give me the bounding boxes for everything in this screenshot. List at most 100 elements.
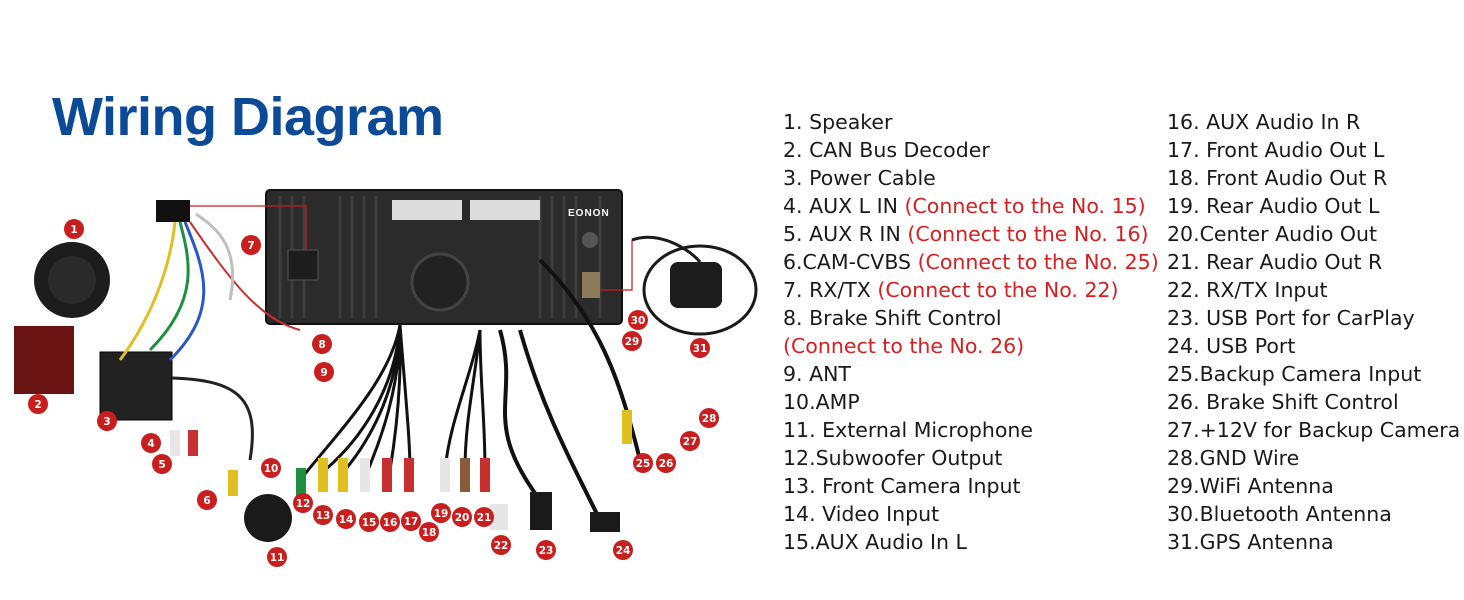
legend-item-1: 1. Speaker xyxy=(783,110,893,134)
legend-item-2: 2. CAN Bus Decoder xyxy=(783,138,990,162)
legend-item-12: 12.Subwoofer Output xyxy=(783,446,1003,470)
badge-2: 2 xyxy=(28,394,48,414)
legend-item-26: 26. Brake Shift Control xyxy=(1167,390,1399,414)
legend-item-8: 8. Brake Shift Control xyxy=(783,306,1002,330)
svg-text:22: 22 xyxy=(494,540,509,552)
legend-column-1: 1. Speaker 2. CAN Bus Decoder 3. Power C… xyxy=(783,108,1159,556)
legend-item-6: 6.CAM-CVBS (Connect to the No. 25) xyxy=(783,250,1159,274)
gps-antenna xyxy=(631,235,758,336)
svg-text:26: 26 xyxy=(659,458,674,470)
callout-badges: 1 2 3 4 5 6 7 8 9 10 11 12 13 14 15 16 1… xyxy=(28,219,719,567)
legend-item-30: 30.Bluetooth Antenna xyxy=(1167,502,1392,526)
svg-text:8: 8 xyxy=(318,339,325,351)
svg-text:4: 4 xyxy=(147,438,154,450)
svg-text:27: 27 xyxy=(683,436,698,448)
brand-logo: EONON xyxy=(568,208,610,219)
badge-17: 17 xyxy=(401,511,421,531)
badge-27: 27 xyxy=(680,431,700,451)
badge-10: 10 xyxy=(261,458,281,478)
legend-item-29: 29.WiFi Antenna xyxy=(1167,474,1334,498)
svg-text:15: 15 xyxy=(362,517,377,529)
svg-text:14: 14 xyxy=(339,514,354,526)
svg-text:2: 2 xyxy=(34,399,41,411)
svg-text:1: 1 xyxy=(70,224,77,236)
legend-item-10: 10.AMP xyxy=(783,390,860,414)
legend-item-19: 19. Rear Audio Out L xyxy=(1167,194,1380,218)
svg-text:12: 12 xyxy=(296,498,311,510)
legend-column-2: 16. AUX Audio In R 17. Front Audio Out L… xyxy=(1167,108,1460,556)
svg-text:17: 17 xyxy=(404,516,419,528)
svg-text:28: 28 xyxy=(702,413,717,425)
wiring-diagram-illustration: EONON xyxy=(14,189,758,567)
badge-25: 25 xyxy=(633,453,653,473)
badge-11: 11 xyxy=(267,547,287,567)
legend-item-8-note: (Connect to the No. 26) xyxy=(783,334,1025,358)
svg-text:6: 6 xyxy=(203,495,210,507)
badge-1: 1 xyxy=(64,219,84,239)
svg-text:25: 25 xyxy=(636,458,651,470)
svg-text:21: 21 xyxy=(477,512,492,524)
legend-item-11: 11. External Microphone xyxy=(783,418,1034,442)
left-components xyxy=(14,200,301,542)
svg-text:23: 23 xyxy=(539,545,554,557)
legend-item-25: 25.Backup Camera Input xyxy=(1167,362,1422,386)
svg-text:10: 10 xyxy=(264,463,279,475)
legend-item-16: 16. AUX Audio In R xyxy=(1167,110,1361,134)
badge-19: 19 xyxy=(431,503,451,523)
badge-18: 18 xyxy=(419,522,439,542)
badge-26: 26 xyxy=(656,453,676,473)
rca-cables xyxy=(170,258,642,532)
legend-item-17: 17. Front Audio Out L xyxy=(1167,138,1385,162)
svg-text:19: 19 xyxy=(434,508,449,520)
badge-16: 16 xyxy=(380,512,400,532)
svg-text:29: 29 xyxy=(625,336,640,348)
badge-23: 23 xyxy=(536,540,556,560)
badge-9: 9 xyxy=(314,362,334,382)
page-title: Wiring Diagram xyxy=(52,87,444,147)
leader-lines xyxy=(190,205,633,291)
svg-text:30: 30 xyxy=(631,315,646,327)
badge-29: 29 xyxy=(622,331,642,351)
svg-text:16: 16 xyxy=(383,517,398,529)
legend-item-21: 21. Rear Audio Out R xyxy=(1167,250,1383,274)
legend-item-20: 20.Center Audio Out xyxy=(1167,222,1378,246)
badge-3: 3 xyxy=(97,411,117,431)
badge-7: 7 xyxy=(241,235,261,255)
badge-6: 6 xyxy=(197,490,217,510)
badge-13: 13 xyxy=(313,505,333,525)
legend-item-4: 4. AUX L IN (Connect to the No. 15) xyxy=(783,194,1146,218)
badge-31: 31 xyxy=(690,338,710,358)
badge-8: 8 xyxy=(312,334,332,354)
svg-text:24: 24 xyxy=(616,545,631,557)
badge-24: 24 xyxy=(613,540,633,560)
legend-item-9: 9. ANT xyxy=(783,362,851,386)
badge-20: 20 xyxy=(452,507,472,527)
svg-text:13: 13 xyxy=(316,510,331,522)
legend-item-3: 3. Power Cable xyxy=(783,166,936,190)
badge-12: 12 xyxy=(293,493,313,513)
legend-item-23: 23. USB Port for CarPlay xyxy=(1167,306,1415,330)
legend-item-15: 15.AUX Audio In L xyxy=(783,530,967,554)
svg-text:5: 5 xyxy=(158,459,165,471)
svg-text:7: 7 xyxy=(247,240,254,252)
badge-5: 5 xyxy=(152,454,172,474)
badge-22: 22 xyxy=(491,535,511,555)
badge-4: 4 xyxy=(141,433,161,453)
svg-text:31: 31 xyxy=(693,343,708,355)
legend-item-24: 24. USB Port xyxy=(1167,334,1296,358)
legend-item-7: 7. RX/TX (Connect to the No. 22) xyxy=(783,278,1119,302)
legend-item-5: 5. AUX R IN (Connect to the No. 16) xyxy=(783,222,1149,246)
legend-item-22: 22. RX/TX Input xyxy=(1167,278,1328,302)
svg-text:3: 3 xyxy=(103,416,110,428)
svg-text:20: 20 xyxy=(455,512,470,524)
legend-item-18: 18. Front Audio Out R xyxy=(1167,166,1388,190)
legend-item-27: 27.+12V for Backup Camera xyxy=(1167,418,1461,442)
head-unit: EONON xyxy=(265,189,623,325)
svg-text:11: 11 xyxy=(270,552,285,564)
legend-item-28: 28.GND Wire xyxy=(1167,446,1300,470)
badge-15: 15 xyxy=(359,512,379,532)
badge-28: 28 xyxy=(699,408,719,428)
legend-item-14: 14. Video Input xyxy=(783,502,940,526)
legend-item-13: 13. Front Camera Input xyxy=(783,474,1021,498)
badge-30: 30 xyxy=(628,310,648,330)
